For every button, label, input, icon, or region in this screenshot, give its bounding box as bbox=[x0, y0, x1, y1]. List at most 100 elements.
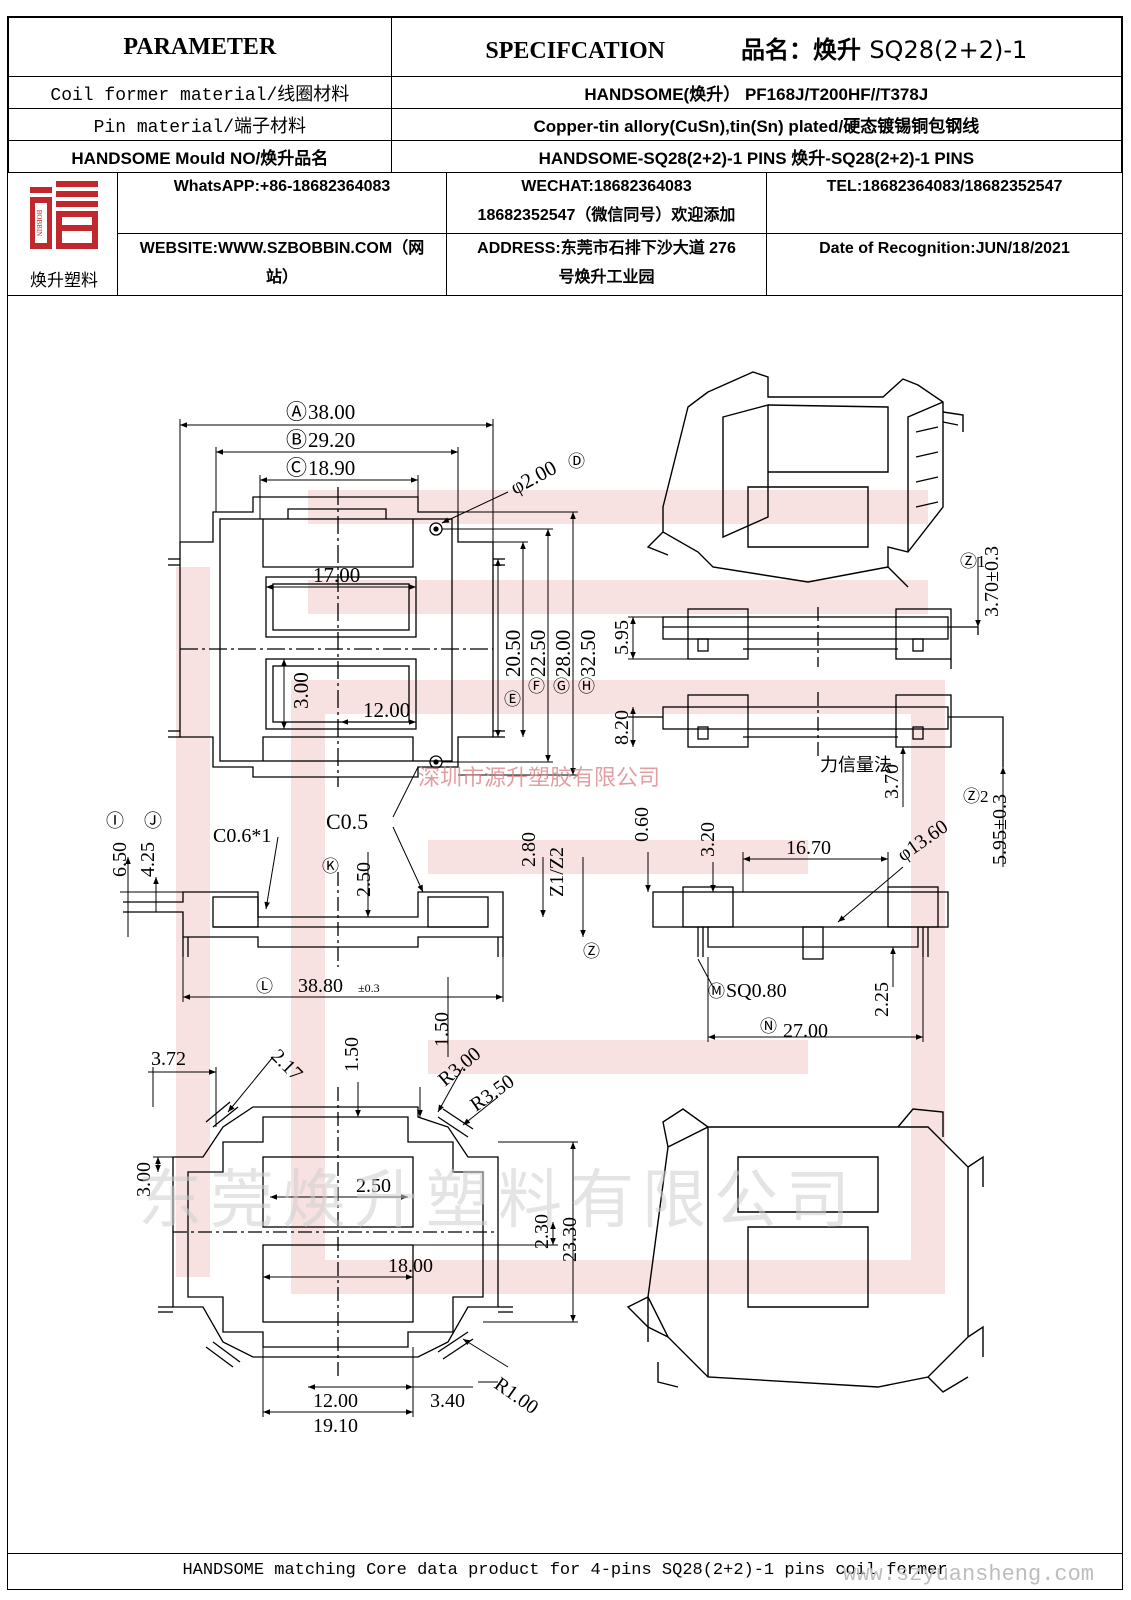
bobbin-logo-icon: BOBBIN bbox=[30, 181, 98, 249]
svg-text:Ⓚ: Ⓚ bbox=[322, 857, 339, 876]
side-view-dimensions bbox=[628, 557, 1006, 867]
company-name: 焕升塑料 bbox=[30, 271, 98, 291]
svg-text:C0.6*1: C0.6*1 bbox=[213, 825, 271, 847]
svg-text:12.00: 12.00 bbox=[313, 1390, 358, 1412]
product-name: 品名：焕升 SQ28(2+2)-1 bbox=[741, 30, 1027, 65]
front-view-labels: Ⓘ Ⓙ 6.50 4.25 C0.6*1 C0.5 Ⓚ 2.50 2.80 Z1… bbox=[106, 809, 600, 1047]
svg-text:SQ0.80: SQ0.80 bbox=[726, 980, 787, 1002]
svg-text:Ⓩ: Ⓩ bbox=[583, 942, 600, 961]
isometric-view-top bbox=[646, 371, 964, 588]
svg-text:力信量法: 力信量法 bbox=[820, 755, 892, 775]
svg-text:17.00: 17.00 bbox=[313, 563, 360, 587]
end-view bbox=[652, 886, 949, 960]
coil-material-value: HANDSOME(焕升） PF168J/T200HF//T378J bbox=[390, 76, 1123, 109]
pin-material-label: Pin material/端子材料 bbox=[8, 108, 392, 141]
side-view-labels: 5.95 8.20 Ⓩ1 3.70±0.3 力信量法 3.70 Ⓩ2 5.95±… bbox=[611, 546, 1011, 865]
footer-note: HANDSOME matching Core data product for … bbox=[8, 1553, 1122, 1589]
telephone: TEL:18682364083/18682352547 bbox=[826, 178, 1063, 195]
svg-text:2.30: 2.30 bbox=[531, 1214, 553, 1249]
address: ADDRESS:东莞市石排下沙大道 276 号焕升工业园 bbox=[477, 240, 736, 286]
svg-text:8.20: 8.20 bbox=[611, 710, 633, 745]
svg-text:R3.50: R3.50 bbox=[466, 1070, 518, 1116]
svg-text:2.50: 2.50 bbox=[353, 862, 375, 897]
svg-text:0.60: 0.60 bbox=[631, 807, 653, 842]
watermark-large: 东莞焕升塑料有限公司 bbox=[138, 1165, 858, 1236]
svg-text:5.95±0.3: 5.95±0.3 bbox=[989, 794, 1011, 865]
top-view bbox=[168, 487, 505, 787]
svg-text:Ⓝ: Ⓝ bbox=[760, 1017, 777, 1036]
svg-text:16.70: 16.70 bbox=[786, 837, 831, 859]
svg-text:Z1/Z2: Z1/Z2 bbox=[546, 847, 568, 897]
svg-text:C0.5: C0.5 bbox=[326, 809, 368, 834]
front-view-dimensions bbox=[120, 766, 586, 1057]
wechat: WECHAT:18682364083 18682352547（微信同号）欢迎添加 bbox=[477, 178, 736, 224]
end-view-dimensions bbox=[645, 852, 924, 1042]
svg-text:38.80: 38.80 bbox=[298, 975, 343, 997]
svg-text:Ⓛ: Ⓛ bbox=[256, 977, 273, 996]
dim-a-marker: Ⓐ bbox=[286, 400, 307, 424]
specification-title: SPECIFCATION bbox=[485, 37, 665, 64]
contact-block: BOBBIN 焕升塑料 WhatsAPP:+86-18682364083 WEC… bbox=[8, 172, 1122, 296]
isometric-view-bottom bbox=[626, 1108, 984, 1393]
pin-material-value: Copper-tin allory(CuSn),tin(Sn) plated/硬… bbox=[390, 108, 1123, 141]
svg-text:29.20: 29.20 bbox=[308, 428, 355, 452]
specification-heading: SPECIFCATION 品名：焕升 SQ28(2+2)-1 bbox=[390, 17, 1123, 77]
svg-text:Ⓕ: Ⓕ bbox=[528, 677, 545, 696]
svg-text:3.20: 3.20 bbox=[697, 822, 719, 857]
svg-text:3.00: 3.00 bbox=[133, 1162, 155, 1197]
dim-b-marker: Ⓑ bbox=[286, 428, 307, 452]
recognition-date: Date of Recognition:JUN/18/2021 bbox=[819, 240, 1070, 257]
svg-text:1.50: 1.50 bbox=[341, 1037, 363, 1072]
background-logo-watermark bbox=[176, 490, 945, 1294]
watermark-url: www.szyuansheng.com bbox=[843, 1562, 1094, 1587]
svg-text:3.40: 3.40 bbox=[430, 1390, 465, 1412]
svg-text:3.72: 3.72 bbox=[151, 1048, 186, 1070]
side-view-upper bbox=[662, 607, 979, 669]
svg-text:3.70: 3.70 bbox=[881, 764, 903, 799]
svg-text:Ⓖ: Ⓖ bbox=[553, 677, 570, 696]
svg-text:27.00: 27.00 bbox=[783, 1020, 828, 1042]
svg-text:18.90: 18.90 bbox=[308, 456, 355, 480]
svg-text:Ⓓ: Ⓓ bbox=[568, 452, 585, 471]
svg-text:28.00: 28.00 bbox=[551, 630, 575, 677]
svg-text:Ⓘ: Ⓘ bbox=[106, 811, 124, 831]
svg-text:4.25: 4.25 bbox=[137, 842, 159, 877]
product-code: SQ28(2+2)-1 bbox=[869, 35, 1028, 64]
website: WEBSITE:WWW.SZBOBBIN.COM（网 站） bbox=[139, 240, 425, 286]
header-table: PARAMETER SPECIFCATION 品名：焕升 SQ28(2+2)-1… bbox=[8, 17, 1123, 173]
svg-text:2.25: 2.25 bbox=[871, 982, 893, 1017]
svg-text:23.30: 23.30 bbox=[559, 1217, 581, 1262]
product-label: 品名：焕升 bbox=[740, 35, 861, 64]
svg-text:2.50: 2.50 bbox=[356, 1175, 391, 1197]
dim-c-marker: Ⓒ bbox=[286, 456, 307, 480]
bottom-view bbox=[158, 1087, 513, 1377]
bottom-view-dimensions bbox=[148, 1056, 578, 1417]
top-view-dimensions bbox=[179, 419, 578, 776]
svg-text:Ⓩ2: Ⓩ2 bbox=[963, 787, 989, 806]
svg-text:12.00: 12.00 bbox=[363, 698, 410, 722]
svg-text:Ⓜ: Ⓜ bbox=[708, 982, 725, 1001]
svg-text:R1.00: R1.00 bbox=[490, 1373, 542, 1419]
front-view bbox=[123, 872, 504, 967]
svg-text:3.00: 3.00 bbox=[289, 672, 313, 709]
whatsapp: WhatsAPP:+86-18682364083 bbox=[173, 178, 391, 195]
side-view-lower bbox=[628, 692, 1004, 767]
watermark-mid: 深圳市源升塑胶有限公司 bbox=[418, 765, 660, 790]
svg-text:2.80: 2.80 bbox=[518, 832, 540, 867]
svg-text:22.50: 22.50 bbox=[526, 630, 550, 677]
svg-text:Ⓔ: Ⓔ bbox=[504, 690, 521, 709]
parameter-heading: PARAMETER bbox=[8, 17, 392, 77]
svg-text:3.70±0.3: 3.70±0.3 bbox=[981, 546, 1003, 617]
technical-drawing: Ⓐ 38.00 Ⓑ 29.20 Ⓒ 18.90 17.00 12.00 3.00… bbox=[106, 371, 1011, 1437]
svg-text:Ⓙ: Ⓙ bbox=[144, 811, 162, 831]
svg-text:±0.3: ±0.3 bbox=[358, 981, 380, 995]
svg-text:18.00: 18.00 bbox=[388, 1255, 433, 1277]
coil-material-label: Coil former material/线圈材料 bbox=[8, 76, 392, 109]
top-view-labels: Ⓐ 38.00 Ⓑ 29.20 Ⓒ 18.90 17.00 12.00 3.00… bbox=[286, 400, 600, 722]
svg-text:19.10: 19.10 bbox=[313, 1415, 358, 1437]
svg-text:38.00: 38.00 bbox=[308, 400, 355, 424]
svg-text:20.50: 20.50 bbox=[501, 630, 525, 677]
svg-text:Ⓗ: Ⓗ bbox=[578, 677, 595, 696]
mould-no-value: HANDSOME-SQ28(2+2)-1 PINS 焕升-SQ28(2+2)-1… bbox=[390, 140, 1123, 173]
company-logo: BOBBIN 焕升塑料 bbox=[14, 177, 114, 291]
